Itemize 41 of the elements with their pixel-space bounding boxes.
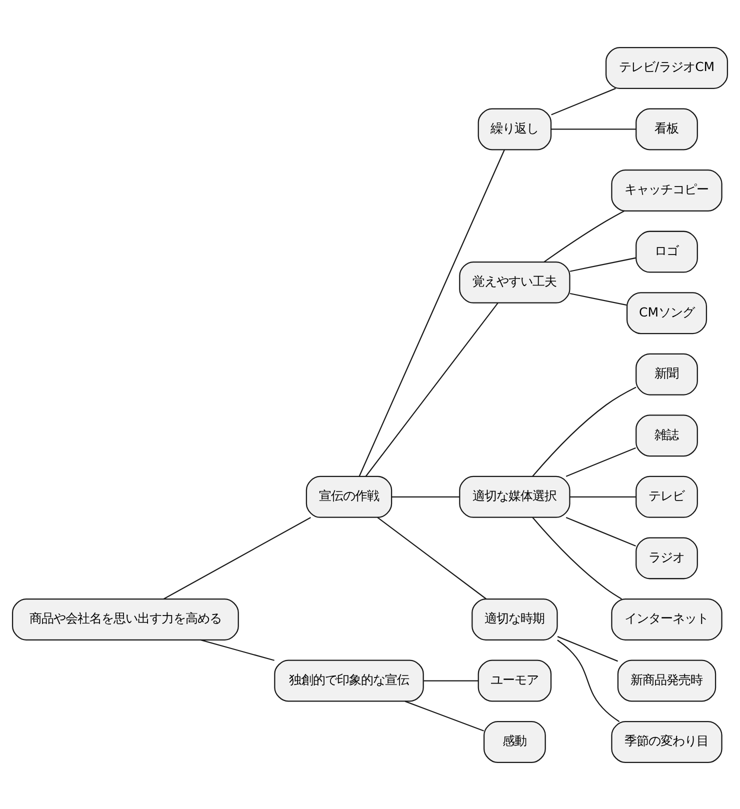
connector <box>570 292 627 306</box>
node-box: CMソング <box>626 292 708 334</box>
connector <box>365 302 498 476</box>
node-box: 新聞 <box>636 352 698 395</box>
connector <box>557 639 620 722</box>
node-box: 看板 <box>636 108 698 150</box>
connector <box>200 638 274 660</box>
node-box: インターネット <box>611 598 722 640</box>
node-box: 季節の変わり目 <box>611 720 722 763</box>
connector <box>358 149 505 476</box>
connector <box>532 386 636 476</box>
connector <box>404 700 484 731</box>
node-box: 繰り返し <box>478 108 552 150</box>
connector <box>532 516 622 599</box>
node-box: ユーモア <box>478 659 552 702</box>
connector <box>566 516 636 546</box>
connector <box>566 446 636 476</box>
connector <box>163 516 311 599</box>
connector <box>570 496 636 497</box>
node-box: 独創的で印象的な宣伝 <box>274 659 424 702</box>
connector <box>570 256 636 272</box>
connector <box>551 87 616 115</box>
connector <box>557 636 618 662</box>
node-box: 適切な媒体選択 <box>459 475 570 518</box>
node-box: 適切な時期 <box>472 598 558 640</box>
node-box: 覚えやすい工夫 <box>459 260 570 303</box>
node-box: ロゴ <box>636 230 698 272</box>
node-box: 商品や会社名を思い出す力を高める <box>12 598 239 640</box>
connector <box>392 496 460 497</box>
node-box: 新商品発売時 <box>617 659 716 702</box>
node-box: テレビ/ラジオCM <box>605 46 728 88</box>
node-box: 宣伝の作戦 <box>306 475 392 518</box>
connector <box>551 128 636 130</box>
node-box: 感動 <box>483 720 546 763</box>
node-box: 雑誌 <box>636 414 698 456</box>
connector <box>377 516 486 599</box>
connector <box>544 210 624 262</box>
node-box: テレビ <box>636 475 698 518</box>
connector <box>424 680 478 681</box>
node-box: キャッチコピー <box>611 169 722 212</box>
node-box: ラジオ <box>636 536 698 579</box>
